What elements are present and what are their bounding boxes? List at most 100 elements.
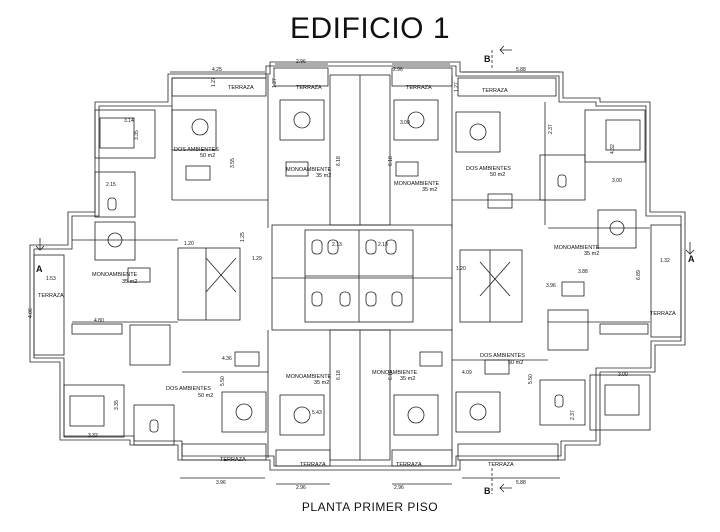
section-marker-b-bottom: B xyxy=(484,486,491,496)
sofa xyxy=(455,391,501,433)
room-label: 35 m2 xyxy=(422,187,437,193)
round-table xyxy=(407,406,425,424)
section-marker-a-left: A xyxy=(36,264,43,274)
bathroom xyxy=(539,379,586,426)
dining-table xyxy=(487,193,513,209)
toilet xyxy=(311,239,323,255)
building-outline xyxy=(29,61,686,471)
dining-table xyxy=(185,165,211,181)
dimension-label: 1.29 xyxy=(252,256,262,262)
room-label: 50 m2 xyxy=(200,153,215,159)
round-table xyxy=(107,232,123,248)
kitchen-counter xyxy=(599,323,649,335)
toilet xyxy=(554,394,564,408)
side-terrace xyxy=(650,224,682,338)
terrace xyxy=(273,67,329,87)
room-label: TERRAZA xyxy=(228,85,254,91)
dining-table xyxy=(561,281,585,297)
dimension-label: 3.96 xyxy=(546,283,556,289)
terrace xyxy=(275,449,331,467)
terrace xyxy=(457,77,557,97)
kitchen-counter xyxy=(71,323,123,335)
room-label: 35 m2 xyxy=(584,251,599,257)
room-label: TERRAZA xyxy=(300,462,326,468)
dining-table xyxy=(127,267,151,283)
round-table xyxy=(469,123,487,141)
sofa xyxy=(221,391,267,433)
section-arrow-b xyxy=(499,45,512,55)
toilet xyxy=(391,291,403,307)
room-label: MONOAMBIENTE xyxy=(554,245,600,251)
terrace xyxy=(171,77,267,97)
room-label: TERRAZA xyxy=(396,462,422,468)
room-label: TERRAZA xyxy=(650,311,676,317)
bedroom xyxy=(589,374,651,431)
room-label: TERRAZA xyxy=(406,85,432,91)
dimension-label: 3.35 xyxy=(114,400,120,410)
room-label: 50 m2 xyxy=(490,172,505,178)
section-marker-b-top: B xyxy=(484,54,491,64)
dimension-label: 6.89 xyxy=(636,270,642,280)
sofa xyxy=(393,99,439,141)
dimension-label: 3.35 xyxy=(134,130,140,140)
dimension-label: 3.96 xyxy=(216,480,226,486)
toilet xyxy=(339,291,351,307)
dimension-label: 2.15 xyxy=(106,182,116,188)
room-label: 50 m2 xyxy=(198,393,213,399)
room-label: DOS AMBIENTES xyxy=(174,147,219,153)
stair-diag xyxy=(205,257,237,293)
room-label: 35 m2 xyxy=(314,380,329,386)
toilet xyxy=(385,239,397,255)
dimension-label: 1.27 xyxy=(211,77,217,87)
room-label: TERRAZA xyxy=(38,293,64,299)
dimension-label: 3.00 xyxy=(618,372,628,378)
dining-table xyxy=(419,351,443,367)
room-label: MONOAMBIENTE xyxy=(372,370,418,376)
dimension-label: 5.43 xyxy=(312,410,322,416)
section-arrow-a xyxy=(685,242,695,255)
bathroom xyxy=(94,171,136,218)
drawing-subtitle: PLANTA PRIMER PISO xyxy=(301,500,439,514)
round-table xyxy=(469,403,487,421)
dimension-label: 3.32 xyxy=(88,433,98,439)
stair-right xyxy=(459,249,523,323)
round-table xyxy=(407,111,425,129)
dining-table xyxy=(484,359,510,375)
room-label: MONOAMBIENTE xyxy=(286,374,332,380)
dining-table xyxy=(395,161,419,177)
dimension-label: 6.18 xyxy=(388,156,394,166)
dimension-label: 2.96 xyxy=(296,59,306,65)
dimension-label: 6.18 xyxy=(388,370,394,380)
dimension-label: 2.13 xyxy=(332,242,342,248)
sofa xyxy=(393,394,439,436)
dimension-label: 4.32 xyxy=(610,144,616,154)
dimension-label: 5.88 xyxy=(516,67,526,73)
stair-left xyxy=(177,247,241,321)
toilet xyxy=(327,239,339,255)
bed xyxy=(605,119,641,151)
room-label: TERRAZA xyxy=(296,85,322,91)
room-label: 50 m2 xyxy=(508,360,523,366)
drawing-title: EDIFICIO 1 xyxy=(289,12,451,45)
sofa xyxy=(279,99,325,141)
room-label: 35 m2 xyxy=(400,376,415,382)
terrace xyxy=(181,443,267,461)
bedroom xyxy=(94,109,156,159)
dimension-label: 1.25 xyxy=(240,232,246,242)
dimension-label: 2.13 xyxy=(378,242,388,248)
dimension-label: 4.36 xyxy=(222,356,232,362)
dimension-label: 6.18 xyxy=(336,370,342,380)
toilet xyxy=(365,239,377,255)
central-corridor xyxy=(271,224,453,331)
dining-table xyxy=(285,161,309,177)
sofa xyxy=(597,209,637,249)
room-label: DOS AMBIENTES xyxy=(466,166,511,172)
sofa xyxy=(455,111,501,153)
dimension-label: 1.20 xyxy=(184,241,194,247)
dimension-label: 5.50 xyxy=(528,374,534,384)
toilet xyxy=(311,291,323,307)
bed xyxy=(69,395,105,427)
room-label: DOS AMBIENTES xyxy=(480,353,525,359)
dimension-label: 2.37 xyxy=(548,124,554,134)
